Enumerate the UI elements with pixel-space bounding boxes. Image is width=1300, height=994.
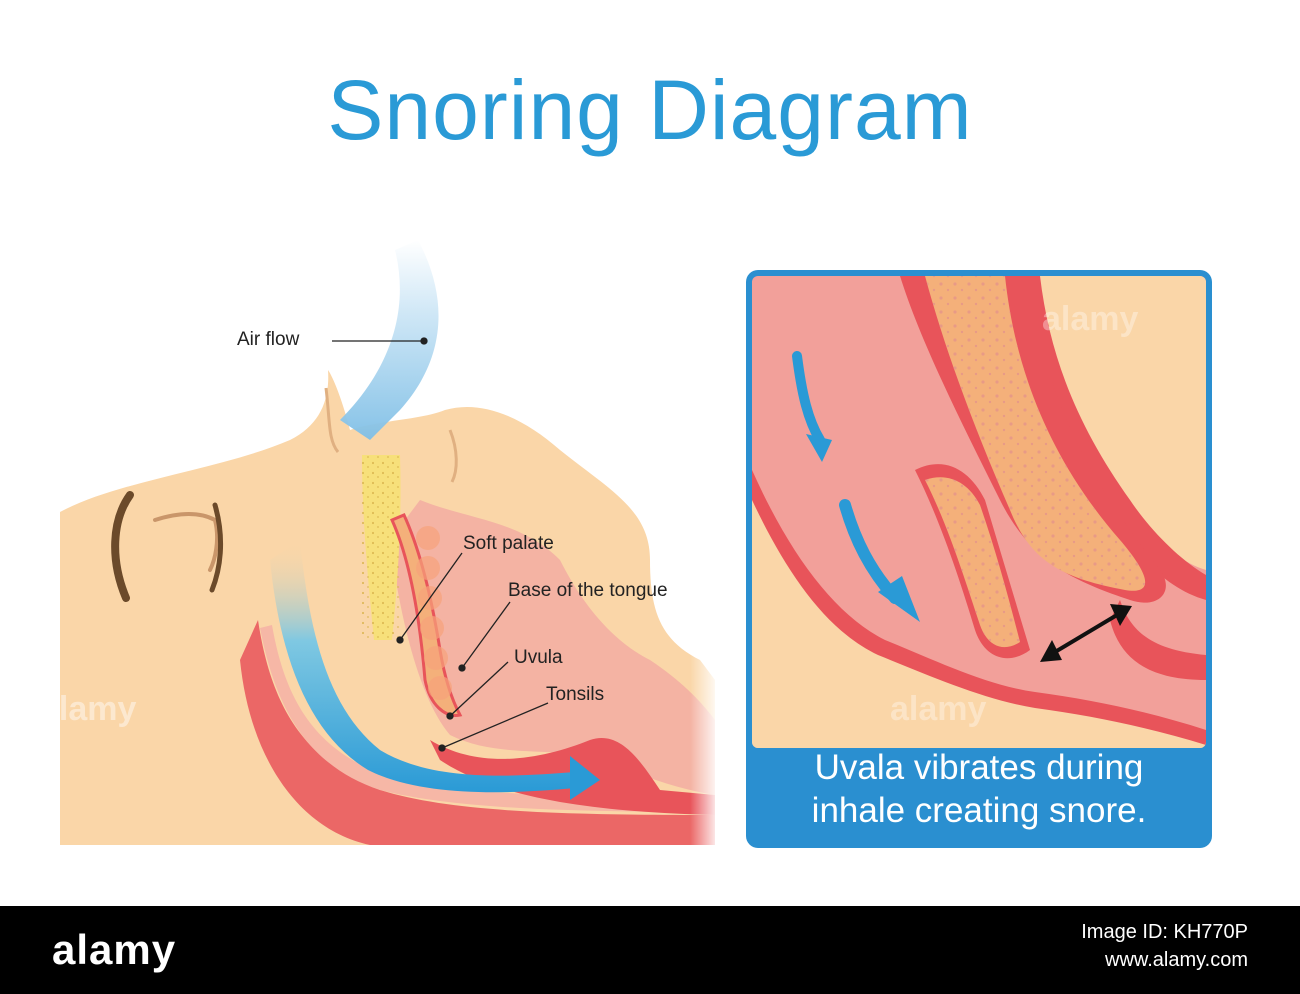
image-id: Image ID: KH770P (1081, 921, 1248, 943)
watermark: alamy (40, 690, 137, 728)
label-air-flow: Air flow (237, 329, 300, 350)
leader-lines (332, 337, 549, 752)
watermark: alamy (890, 690, 987, 728)
inset-caption: Uvala vibrates during inhale creating sn… (746, 746, 1212, 842)
label-base-of-tongue: Base of the tongue (508, 580, 668, 601)
footer-bar: alamy Image ID: KH770P www.alamy.com (0, 906, 1300, 994)
label-tonsils: Tonsils (546, 684, 605, 705)
snoring-illustration (60, 240, 1212, 850)
vibration-arrow (1048, 610, 1124, 657)
diagram-title: Snoring Diagram (327, 63, 973, 157)
caption-line-2: inhale creating snore. (811, 791, 1147, 830)
site-url: www.alamy.com (1105, 949, 1248, 971)
closed-eye (153, 512, 220, 572)
throat-airflow (270, 540, 575, 793)
airflow-arrow-head (570, 756, 600, 800)
palate (362, 455, 463, 717)
inset-arrow-upper (792, 351, 825, 445)
footer-logo: alamy (52, 926, 177, 973)
nose-airflow (340, 240, 439, 440)
caption-line-1: Uvala vibrates during (814, 748, 1144, 787)
label-soft-palate: Soft palate (463, 533, 554, 554)
zoom-inset (746, 270, 1212, 848)
watermark: alamy (1042, 300, 1139, 338)
label-uvula: Uvula (514, 647, 563, 668)
eyebrow (111, 491, 134, 602)
footer-image-info: Image ID: KH770P www.alamy.com (1081, 918, 1248, 974)
